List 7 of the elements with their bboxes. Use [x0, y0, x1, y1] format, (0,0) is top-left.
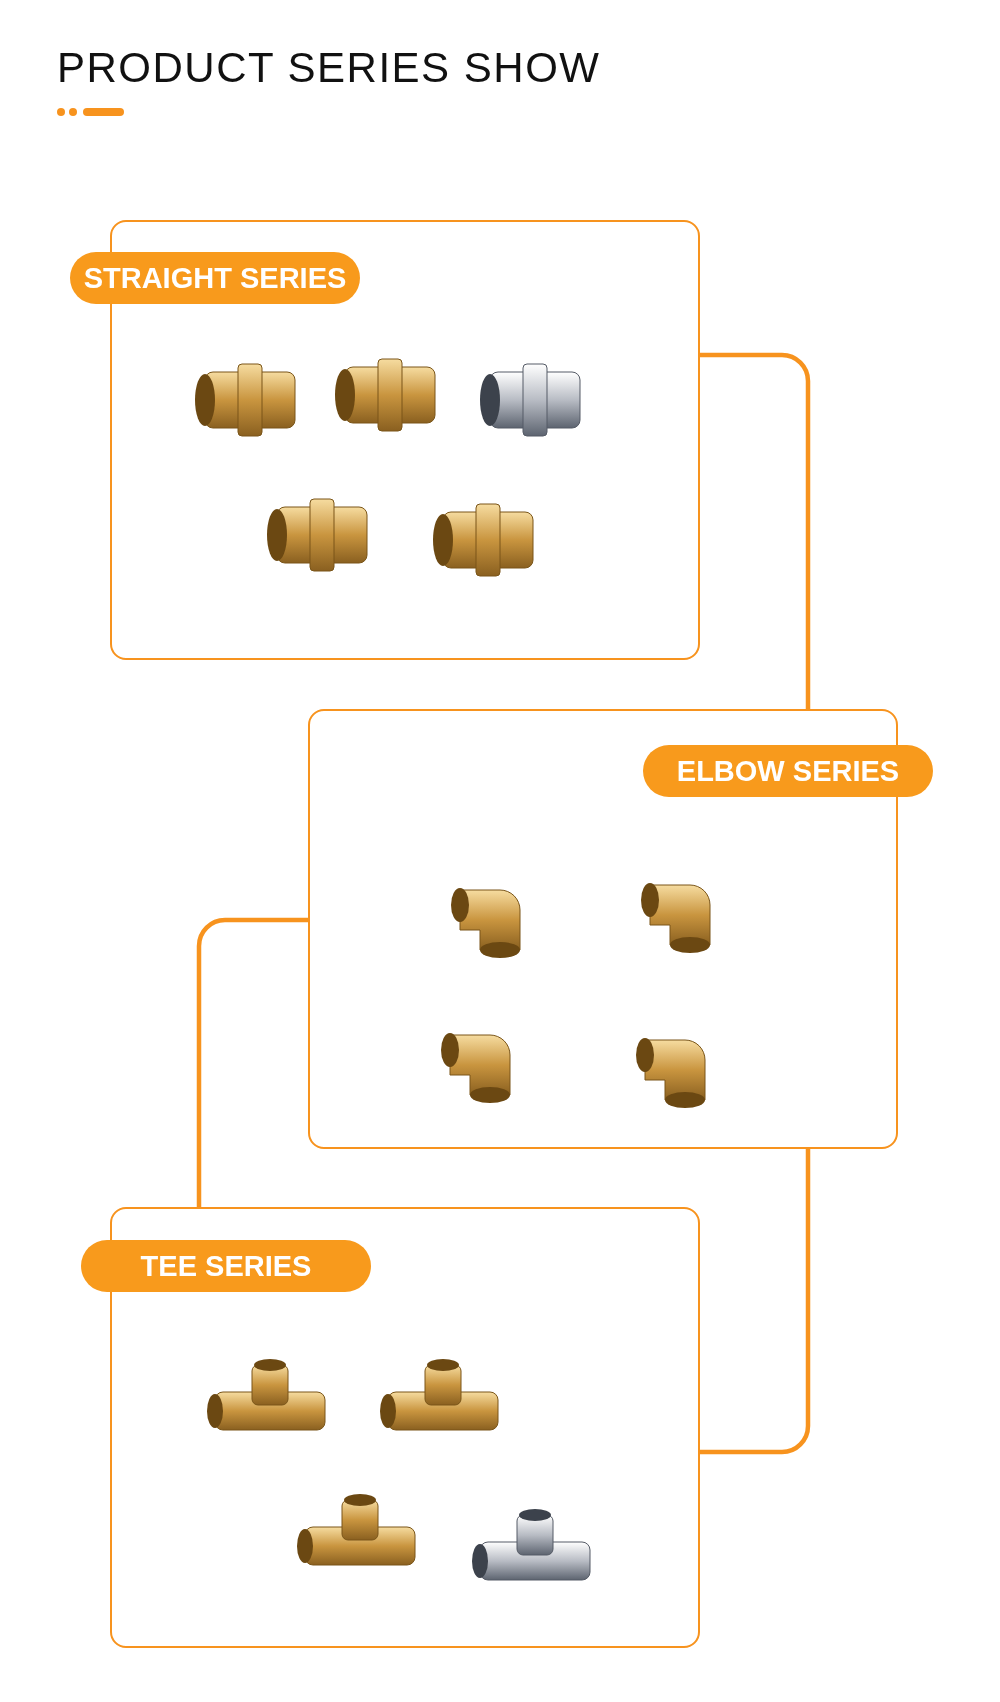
page-title: PRODUCT SERIES SHOW [57, 44, 601, 92]
series-heading: ELBOW SERIES [643, 745, 933, 797]
series-heading: STRAIGHT SERIES [70, 252, 360, 304]
connector-line [700, 1149, 811, 1455]
connector-line [196, 917, 308, 1207]
connector-line [700, 352, 811, 709]
series-heading: TEE SERIES [81, 1240, 371, 1292]
